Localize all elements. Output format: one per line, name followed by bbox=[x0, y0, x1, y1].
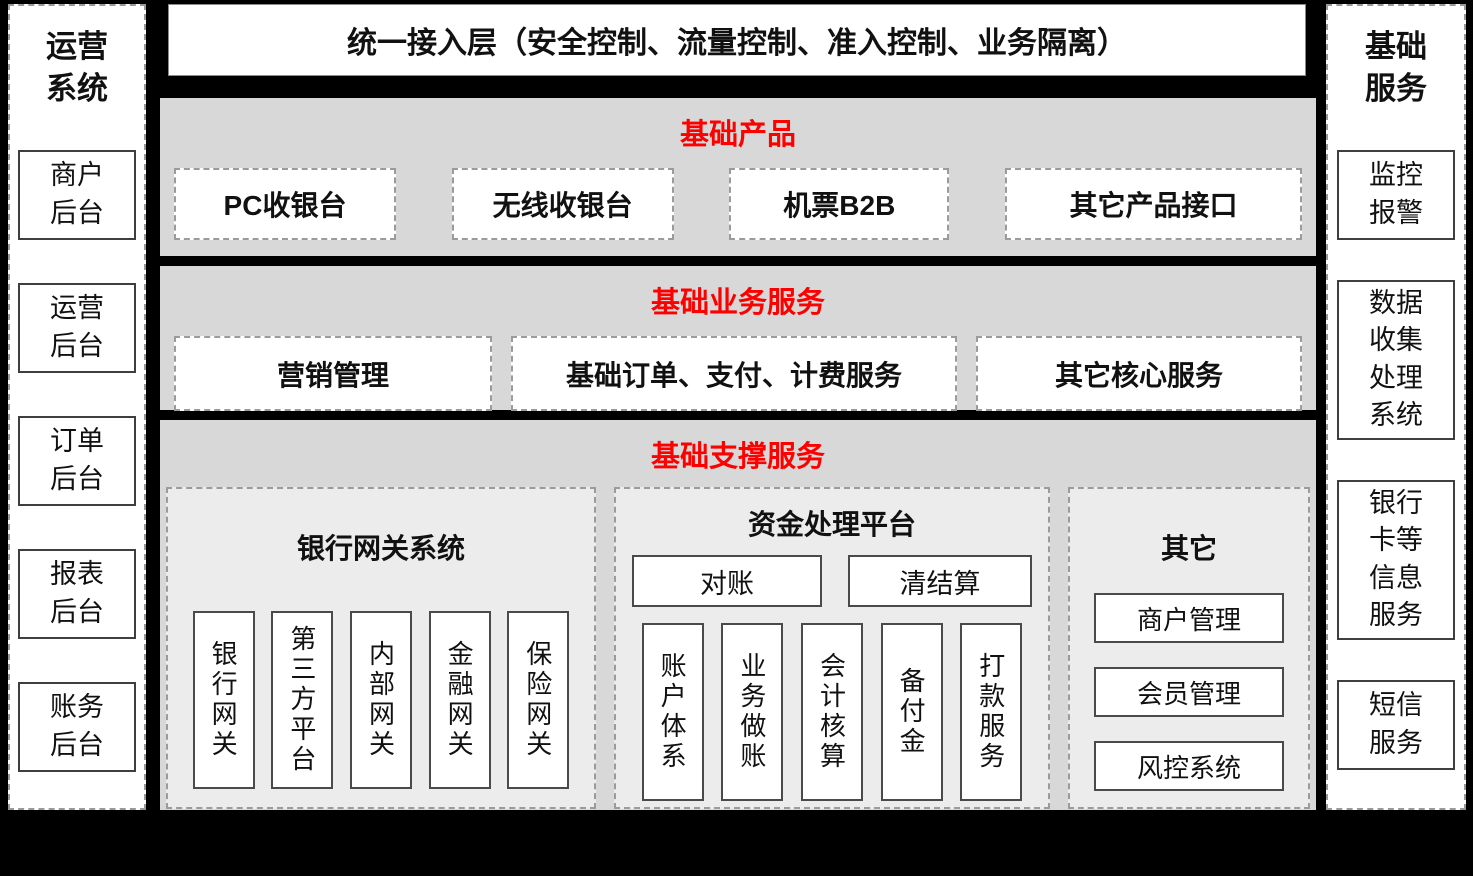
payout-service-box: 打款服务 bbox=[960, 623, 1023, 801]
basic-support-services-section: 基础支撑服务 银行网关系统 银行网关 第三方平台 内部网关 金融网关 保险网关 … bbox=[160, 420, 1316, 810]
sidebar-item-monitoring-alert: 监控报警 bbox=[1337, 149, 1455, 240]
unified-access-layer-bar: 统一接入层（安全控制、流量控制、准入控制、业务隔离） bbox=[168, 4, 1306, 76]
payout-service-label: 打款服务 bbox=[975, 652, 1006, 772]
wireless-cashier-box: 无线收银台 bbox=[451, 168, 674, 240]
basic-products-title: 基础产品 bbox=[679, 119, 796, 151]
sidebar-item-report-backend: 报表后台 bbox=[18, 548, 136, 639]
merchant-management-box: 商户管理 bbox=[1094, 593, 1284, 643]
other-panel-items: 商户管理 会员管理 风控系统 bbox=[1094, 593, 1284, 791]
risk-control-system-box: 风控系统 bbox=[1094, 741, 1284, 791]
funds-items: 账户体系 业务做账 会计核算 备付金 打款服务 bbox=[616, 623, 1048, 801]
insurance-gateway-box: 保险网关 bbox=[507, 611, 570, 789]
basic-support-services-title: 基础支撑服务 bbox=[650, 441, 825, 473]
sidebar-item-bankcard-info-service: 银行卡等信息服务 bbox=[1337, 479, 1455, 640]
reserve-fund-box: 备付金 bbox=[880, 623, 943, 801]
accounting-verification-box: 会计核算 bbox=[800, 623, 863, 801]
sidebar-item-order-backend: 订单后台 bbox=[18, 415, 136, 506]
basic-business-services-section: 基础业务服务 营销管理 基础订单、支付、计费服务 其它核心服务 bbox=[160, 266, 1316, 411]
bank-gateway-box: 银行网关 bbox=[192, 611, 255, 789]
basic-products-section: 基础产品 PC收银台 无线收银台 机票B2B 其它产品接口 bbox=[160, 98, 1316, 256]
other-panel: 其它 商户管理 会员管理 风控系统 bbox=[1068, 487, 1310, 809]
support-panels-row: 银行网关系统 银行网关 第三方平台 内部网关 金融网关 保险网关 资金处理平台 … bbox=[160, 487, 1316, 809]
reconciliation-box: 对账 bbox=[632, 555, 822, 607]
operations-system-sidebar: 运营系统 商户后台 运营后台 订单后台 报表后台 账务后台 bbox=[8, 4, 146, 810]
financial-gateway-box: 金融网关 bbox=[428, 611, 491, 789]
account-system-box: 账户体系 bbox=[641, 623, 704, 801]
monitoring-alert-label: 监控报警 bbox=[1368, 160, 1423, 228]
business-accounting-label: 业务做账 bbox=[736, 652, 767, 772]
third-party-platform-label: 第三方平台 bbox=[286, 625, 317, 775]
other-product-api-box: 其它产品接口 bbox=[1004, 168, 1302, 240]
basic-services-title: 基础服务 bbox=[1364, 29, 1427, 106]
account-system-label: 账户体系 bbox=[657, 652, 688, 772]
clearing-settlement-box: 清结算 bbox=[848, 555, 1032, 607]
basic-business-row: 营销管理 基础订单、支付、计费服务 其它核心服务 bbox=[160, 336, 1316, 411]
bank-gateway-label: 银行网关 bbox=[208, 640, 239, 760]
basic-services-sidebar: 基础服务 监控报警 数据收集处理系统 银行卡等信息服务 短信服务 bbox=[1326, 4, 1466, 810]
order-backend-label: 订单后台 bbox=[49, 426, 104, 494]
operations-system-items: 商户后台 运营后台 订单后台 报表后台 账务后台 bbox=[18, 149, 136, 772]
third-party-platform-box: 第三方平台 bbox=[271, 611, 334, 789]
operations-system-title: 运营系统 bbox=[45, 29, 108, 106]
basic-products-row: PC收银台 无线收银台 机票B2B 其它产品接口 bbox=[160, 168, 1316, 240]
accounting-verification-label: 会计核算 bbox=[816, 652, 847, 772]
internal-gateway-label: 内部网关 bbox=[365, 640, 396, 760]
flight-b2b-box: 机票B2B bbox=[729, 168, 950, 240]
funds-processing-panel-title: 资金处理平台 bbox=[747, 509, 916, 540]
report-backend-label: 报表后台 bbox=[49, 559, 104, 627]
pc-cashier-box: PC收银台 bbox=[174, 168, 396, 240]
member-management-box: 会员管理 bbox=[1094, 667, 1284, 717]
reserve-fund-label: 备付金 bbox=[896, 667, 927, 757]
sidebar-item-merchant-backend: 商户后台 bbox=[18, 149, 136, 240]
bankcard-info-service-label: 银行卡等信息服务 bbox=[1368, 488, 1423, 630]
accounting-backend-label: 账务后台 bbox=[49, 692, 104, 760]
merchant-backend-label: 商户后台 bbox=[49, 160, 104, 228]
funds-top-row: 对账 清结算 bbox=[616, 555, 1048, 607]
data-collection-system-label: 数据收集处理系统 bbox=[1368, 288, 1423, 430]
sidebar-item-data-collection-system: 数据收集处理系统 bbox=[1337, 279, 1455, 440]
other-panel-title: 其它 bbox=[1160, 533, 1217, 564]
funds-processing-panel: 资金处理平台 对账 清结算 账户体系 业务做账 会计核算 备付金 打款服务 bbox=[614, 487, 1050, 809]
sms-service-label: 短信服务 bbox=[1368, 690, 1423, 758]
internal-gateway-box: 内部网关 bbox=[349, 611, 412, 789]
financial-gateway-label: 金融网关 bbox=[444, 640, 475, 760]
bank-gateway-panel: 银行网关系统 银行网关 第三方平台 内部网关 金融网关 保险网关 bbox=[166, 487, 596, 809]
operations-backend-label: 运营后台 bbox=[49, 293, 104, 361]
marketing-management-box: 营销管理 bbox=[174, 336, 492, 411]
sidebar-item-sms-service: 短信服务 bbox=[1337, 679, 1455, 770]
bank-gateway-items: 银行网关 第三方平台 内部网关 金融网关 保险网关 bbox=[168, 611, 594, 789]
bank-gateway-panel-title: 银行网关系统 bbox=[296, 533, 465, 564]
basic-business-services-title: 基础业务服务 bbox=[650, 287, 825, 319]
business-accounting-box: 业务做账 bbox=[721, 623, 784, 801]
other-core-services-box: 其它核心服务 bbox=[976, 336, 1302, 411]
order-payment-billing-box: 基础订单、支付、计费服务 bbox=[511, 336, 957, 411]
insurance-gateway-label: 保险网关 bbox=[522, 640, 553, 760]
basic-services-items: 监控报警 数据收集处理系统 银行卡等信息服务 短信服务 bbox=[1337, 149, 1455, 770]
sidebar-item-operations-backend: 运营后台 bbox=[18, 282, 136, 373]
sidebar-item-accounting-backend: 账务后台 bbox=[18, 681, 136, 772]
